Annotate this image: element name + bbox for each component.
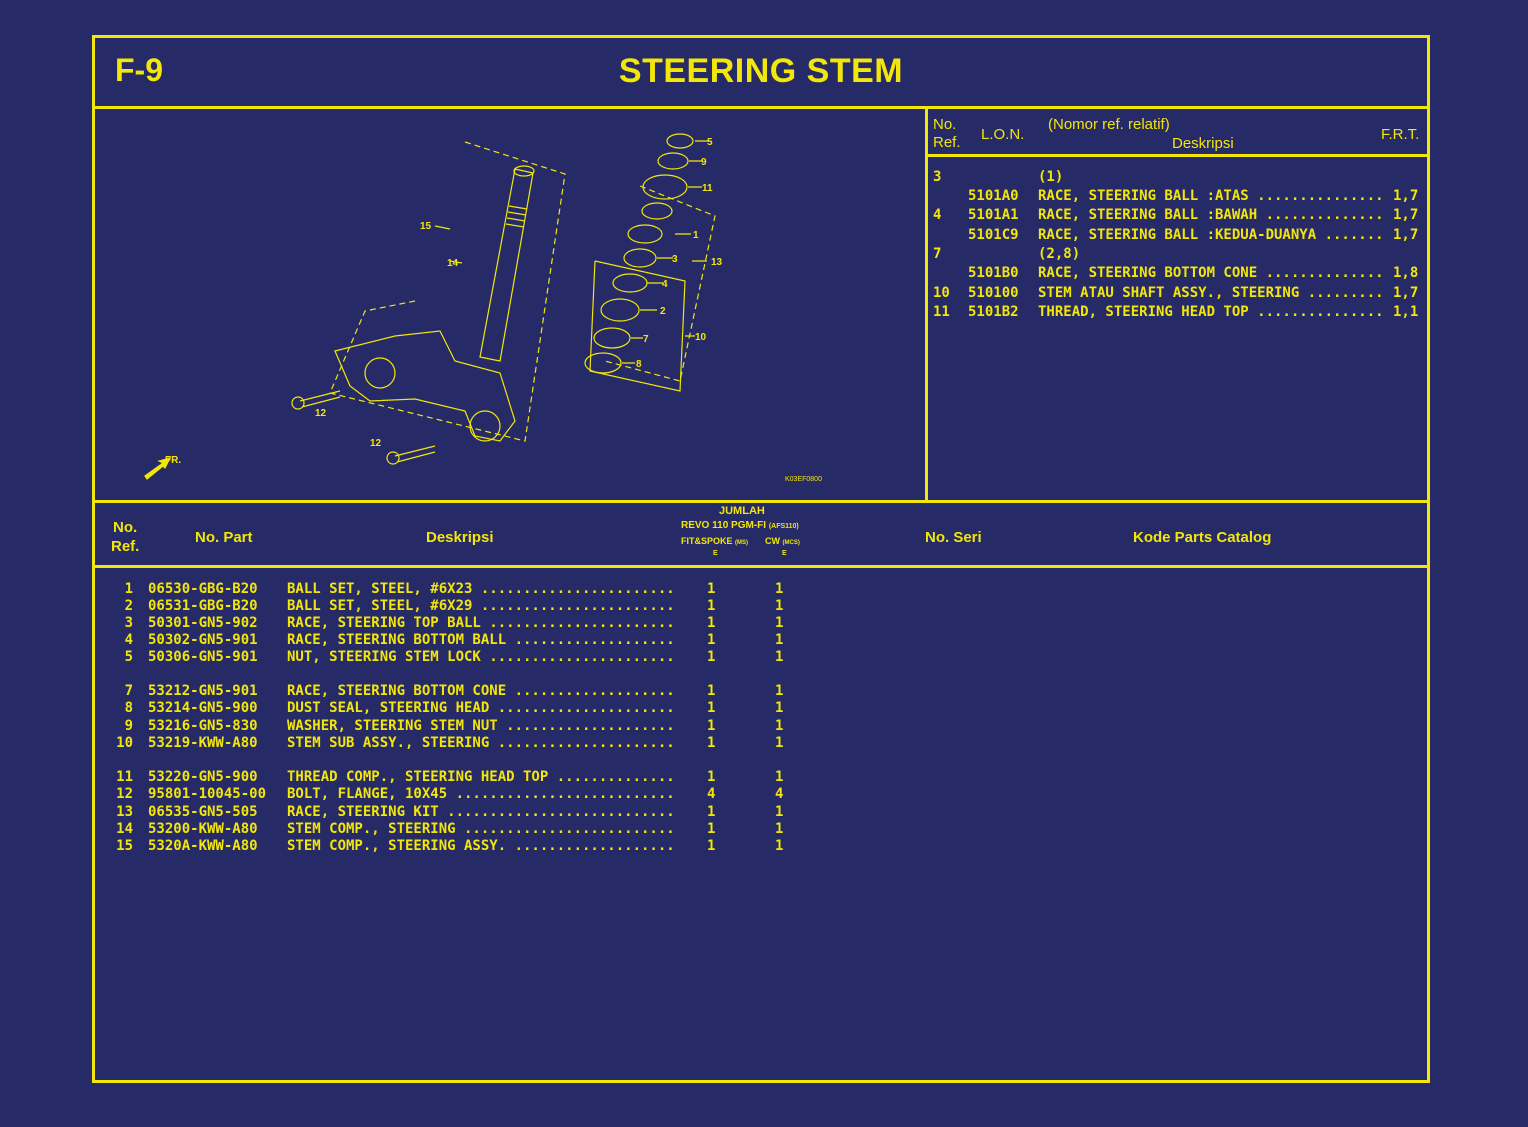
callout-7: 7 (643, 334, 649, 345)
callout-13: 13 (711, 257, 723, 268)
triple-clamp (334, 330, 516, 442)
th-jumlah: JUMLAH (719, 505, 765, 517)
th-col1: FIT&SPOKE (MS) (681, 536, 749, 546)
th-serial: No. Seri (925, 529, 982, 546)
th-ref: Ref. (111, 538, 140, 555)
stem-group-outline (329, 141, 566, 442)
callout-12b: 12 (370, 438, 382, 449)
callout-8: 8 (636, 359, 642, 370)
callout-15: 15 (420, 221, 432, 232)
th-part: No. Part (195, 529, 253, 546)
stem-shaft (479, 168, 534, 362)
stem-top (513, 165, 535, 177)
rp-frt: F.R.T. (1381, 126, 1420, 143)
callout-9: 9 (701, 157, 707, 168)
catalog-frame: F-9 STEERING STEM (92, 35, 1430, 1083)
th-model: REVO 110 PGM-FI (AFS110) (681, 520, 799, 531)
table-header-divider (95, 565, 1427, 568)
lower-bearing-box (589, 260, 686, 392)
section-code: F-9 (115, 52, 163, 88)
rp-header-divider (928, 154, 1428, 157)
callout-5: 5 (707, 137, 713, 148)
rp-note: (Nomor ref. relatif) (1048, 116, 1170, 133)
callout-10: 10 (695, 332, 707, 343)
th-no: No. (113, 519, 138, 536)
bolt-lower (394, 445, 436, 463)
th-catalog: Kode Parts Catalog (1133, 529, 1272, 546)
bearing-group-outline (604, 185, 716, 382)
rp-lon: L.O.N. (981, 126, 1025, 143)
panel-divider (925, 108, 928, 501)
callout-11: 11 (702, 183, 713, 194)
stem-thread (505, 205, 528, 228)
callout-3: 3 (672, 254, 678, 265)
table-top-divider (95, 500, 1427, 503)
th-e1: E (713, 550, 718, 557)
bolt-upper (299, 390, 341, 408)
callout-2: 2 (660, 306, 666, 317)
rp-no: No. (933, 116, 957, 133)
front-label: FR. (165, 455, 181, 466)
steering-stem-diagram: 5 9 11 1 3 13 4 2 7 10 8 15 14 12 12 FR.… (144, 133, 822, 483)
rp-desc: Deskripsi (1172, 135, 1234, 152)
callout-14: 14 (447, 258, 459, 269)
th-desc: Deskripsi (426, 529, 494, 546)
th-col2: CW (MCS) (765, 536, 800, 546)
exploded-diagram: 5 9 11 1 3 13 4 2 7 10 8 15 14 12 12 FR.… (95, 111, 925, 503)
callout-1: 1 (693, 230, 699, 241)
header-divider (95, 106, 1427, 109)
diagram-ref-code: K03EF0800 (785, 476, 822, 483)
rp-ref: Ref. (933, 134, 961, 151)
callout-12a: 12 (315, 408, 327, 419)
page-title: STEERING STEM (618, 52, 904, 90)
callout-4: 4 (662, 279, 668, 290)
th-e2: E (782, 550, 787, 557)
